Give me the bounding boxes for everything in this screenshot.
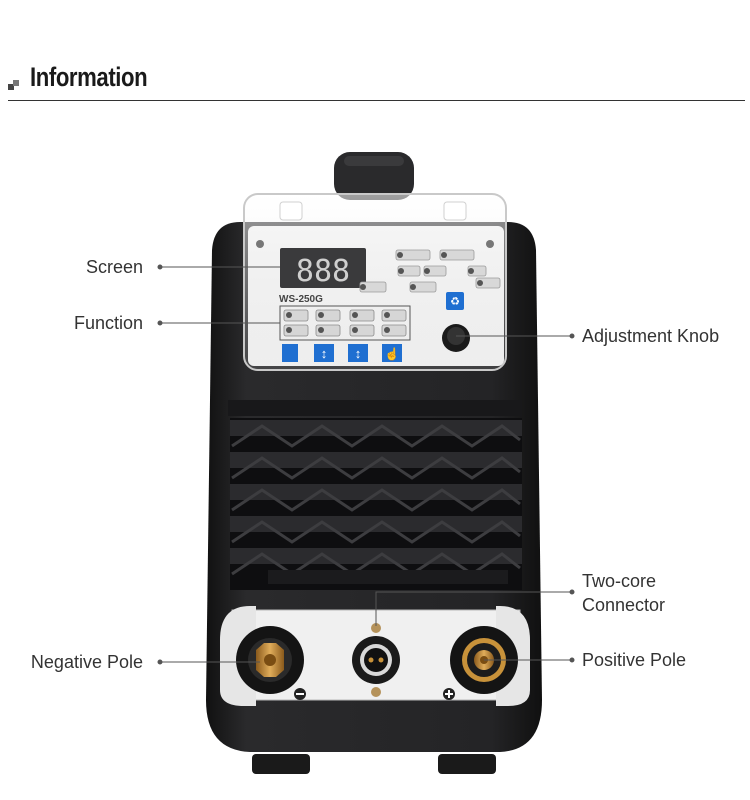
header-square-icon: [8, 80, 19, 90]
label-two-core-connector-line2: Connector: [582, 595, 666, 615]
indicator-cluster: [359, 249, 501, 293]
blue-buttons: ↕ ↕ ☝: [282, 344, 402, 362]
svg-text:↕: ↕: [321, 346, 328, 361]
model-label: WS-250G: [279, 294, 323, 305]
feet: [252, 754, 496, 774]
section-header: Information: [8, 62, 745, 102]
label-function: Function: [73, 313, 143, 333]
section-title: Information: [30, 62, 148, 92]
label-screen: Screen: [85, 257, 143, 277]
two-core-connector-socket: [352, 623, 400, 697]
lcd-display: [280, 248, 366, 288]
indicator-leds: [360, 252, 483, 290]
label-two-core-connector-line1: Two-core: [582, 571, 657, 591]
label-adjustment-knob: Adjustment Knob: [582, 326, 720, 346]
recycle-icon: [446, 292, 464, 310]
adjustment-knob: [442, 324, 470, 352]
control-panel: 888 WS-250G ♻: [243, 193, 507, 371]
vent-grille: [230, 418, 522, 590]
svg-text:☝: ☝: [385, 346, 400, 361]
label-negative-pole: Negative Pole: [30, 652, 143, 672]
svg-text:↕: ↕: [355, 346, 362, 361]
header-divider: [8, 100, 745, 101]
callout-lines: [157, 264, 575, 665]
negative-pole-socket: [236, 626, 304, 694]
svg-text:♻: ♻: [450, 296, 460, 308]
display-digits: 888: [296, 254, 350, 289]
label-positive-pole: Positive Pole: [582, 650, 687, 670]
carry-handle: [334, 152, 414, 200]
